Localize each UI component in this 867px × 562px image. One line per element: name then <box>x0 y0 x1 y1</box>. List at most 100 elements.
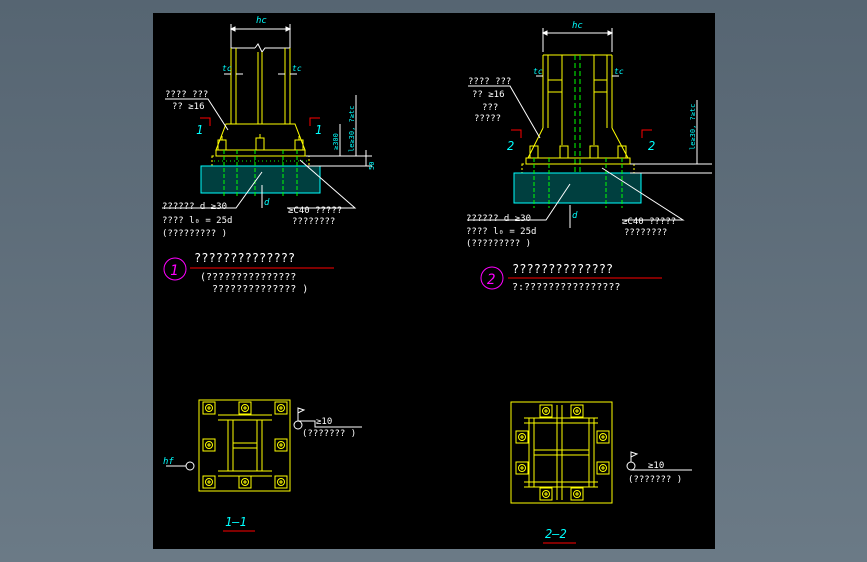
tc-label-left: tc <box>222 64 232 73</box>
tc-label-left-2: tc <box>533 67 543 76</box>
note-right-2: ???????? <box>292 217 335 227</box>
bolt-center <box>520 466 524 470</box>
tc-label-right: tc <box>292 64 302 73</box>
bolt-washer <box>238 475 252 489</box>
section-1-1-plan[interactable] <box>198 399 291 492</box>
weld-size-22: ≥10 <box>648 461 664 471</box>
bolt-washer <box>274 401 288 415</box>
bolt-center <box>279 443 283 447</box>
detail-2-annotations: hc tc tc ???? ??? ?? ≥16 ??? ????? 2 2 l… <box>466 21 697 249</box>
note-top-4-2: ????? <box>474 114 501 124</box>
note-bot-2: ???? l₀ = 25d <box>162 216 232 226</box>
dim-v2: le≥30, ?≥tc <box>348 106 356 152</box>
foundation-1 <box>200 165 321 194</box>
bolt-center <box>544 492 548 496</box>
section-2-2-plan[interactable] <box>510 401 613 504</box>
dims-right-2 <box>630 100 712 174</box>
detail-1-title-text: ?????????????? <box>194 251 295 265</box>
bolt-head <box>277 441 285 449</box>
bolt-washer <box>515 430 529 444</box>
bolt-head <box>241 404 249 412</box>
tc-label-right-2: tc <box>614 67 624 76</box>
bolt-washer <box>596 461 610 475</box>
bolt-head <box>599 433 607 441</box>
anchor-bolts-1 <box>217 134 304 151</box>
bolt-washer <box>539 404 553 418</box>
bolt-center <box>243 480 247 484</box>
dim-hc-1 <box>229 24 292 48</box>
bolt-center <box>243 406 247 410</box>
embedded-bars-1 <box>223 150 298 198</box>
embedded-bars-2 <box>533 158 623 208</box>
note-bot-1: ?????? d ≥30 <box>162 202 227 212</box>
note-top-1: ???? ??? <box>165 90 208 100</box>
bolt-washer <box>570 487 584 501</box>
bolt-head <box>573 490 581 498</box>
column-1 <box>230 48 291 124</box>
note-top-2-2: ?? ≥16 <box>472 90 505 100</box>
grout-layer-2 <box>521 163 635 174</box>
bolt-center <box>544 409 548 413</box>
dim-v2-2: le≥30, ?≥tc <box>689 104 697 150</box>
cad-drawing-canvas[interactable]: hc tc tc ???? ??? ?? ≥16 1 1 ≥300 le≥30,… <box>153 13 715 549</box>
bolt-head <box>518 433 526 441</box>
note-bot-3-2: (????????? ) <box>466 239 531 249</box>
dim-d-label-2: d <box>572 211 578 221</box>
detail-1-annotations: hc tc tc ???? ??? ?? ≥16 1 1 ≥300 le≥30,… <box>162 16 376 239</box>
bolt-center <box>601 466 605 470</box>
dim-hc-label-2: hc <box>572 21 583 31</box>
bolt-center <box>207 443 211 447</box>
note-bot-2-2: ???? l₀ = 25d <box>466 227 536 237</box>
bolt-washer <box>596 430 610 444</box>
section-2-2-title: 2—2 <box>545 527 567 541</box>
dim-hf-label: hf <box>163 457 174 467</box>
dim-d-label: d <box>264 198 270 208</box>
section-label-left: 1 <box>196 123 203 137</box>
section-1-1-bolts <box>202 401 288 489</box>
leaders-2 <box>467 85 685 228</box>
bolt-center <box>520 435 524 439</box>
section-cut-2 <box>511 129 652 138</box>
detail-2-elevation[interactable] <box>467 28 712 228</box>
grout-layer-1 <box>211 155 310 167</box>
bolt-head <box>518 464 526 472</box>
bolt-center <box>575 492 579 496</box>
section-1-1-annotations: ≥10 (??????? ) hf 1—1 <box>163 407 362 532</box>
note-bot-3: (????????? ) <box>162 229 227 239</box>
bolt-washer <box>274 438 288 452</box>
note-right-2-2: ???????? <box>624 228 667 238</box>
bolt-head <box>277 404 285 412</box>
column-top-break-1 <box>231 43 290 53</box>
weld-note-22: (??????? ) <box>628 475 682 485</box>
bolt-center <box>279 480 283 484</box>
anchor-bolts-2 <box>529 145 627 159</box>
detail-1-elevation[interactable] <box>162 24 372 209</box>
bolt-head <box>205 404 213 412</box>
note-top-1-2: ???? ??? <box>468 77 511 87</box>
bolt-center <box>575 409 579 413</box>
bolt-washer <box>202 401 216 415</box>
cad-drawing-viewport[interactable]: hc tc tc ???? ??? ?? ≥16 1 1 ≥300 le≥30,… <box>153 13 715 549</box>
bolt-washer <box>202 475 216 489</box>
base-plate-1 <box>215 123 306 157</box>
base-plate-2 <box>525 127 631 165</box>
section-label-right: 1 <box>315 123 322 137</box>
bolt-head <box>599 464 607 472</box>
bolt-head <box>277 478 285 486</box>
section-label-left-2: 2 <box>507 139 514 153</box>
detail-1-title: 1 ?????????????? (??????????????? ??????… <box>163 251 334 295</box>
bolt-head <box>205 441 213 449</box>
dims-right-1 <box>306 95 372 167</box>
column-2 <box>542 54 613 145</box>
foundation-2 <box>513 172 642 204</box>
bolt-washer <box>202 438 216 452</box>
bolt-head <box>542 490 550 498</box>
bolt-washer <box>238 401 252 415</box>
section-2-2-annotations: ≥10 (??????? ) 2—2 <box>543 451 692 544</box>
detail-2-title: 2 ?????????????? ?:???????????????? <box>480 262 662 293</box>
note-right-1: ≥C40 ????? <box>288 206 342 216</box>
note-right-1-2: ≥C40 ????? <box>622 217 676 227</box>
note-top-3-2: ??? <box>482 103 498 113</box>
detail-2-sub-1: ?:???????????????? <box>512 282 620 293</box>
bolt-head <box>205 478 213 486</box>
